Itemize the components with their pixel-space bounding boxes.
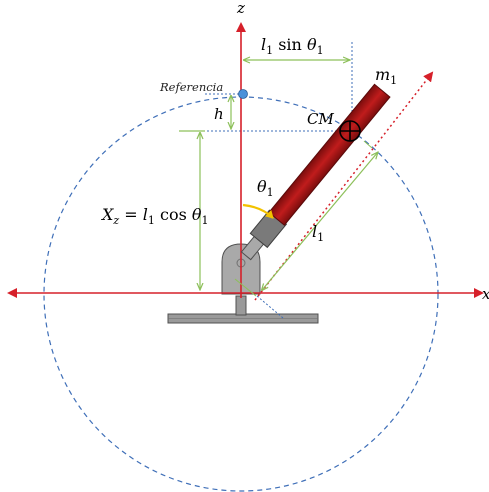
z-axis-label: z [236, 0, 245, 17]
dimension-l1 [234, 140, 378, 297]
cm-label: CM [307, 110, 334, 128]
reference-label: Referencia [159, 80, 223, 94]
dimension-xz [179, 130, 205, 290]
xz-equation: Xz = l1 cos θ1 [100, 205, 209, 227]
base-plate [167, 295, 319, 324]
angle-base-guide [256, 295, 284, 319]
x-axis-label: x [482, 285, 489, 303]
length-label: l1 [312, 222, 324, 244]
theta-label: θ1 [257, 177, 274, 199]
theta-arc [242, 203, 274, 219]
reference-point-icon [238, 89, 248, 99]
center-of-mass-icon [339, 120, 361, 142]
l1-sin-theta-label: l1 sin θ1 [261, 35, 324, 57]
mass-label: m1 [375, 65, 397, 87]
h-label: h [214, 105, 224, 123]
pendulum-link [240, 83, 391, 261]
